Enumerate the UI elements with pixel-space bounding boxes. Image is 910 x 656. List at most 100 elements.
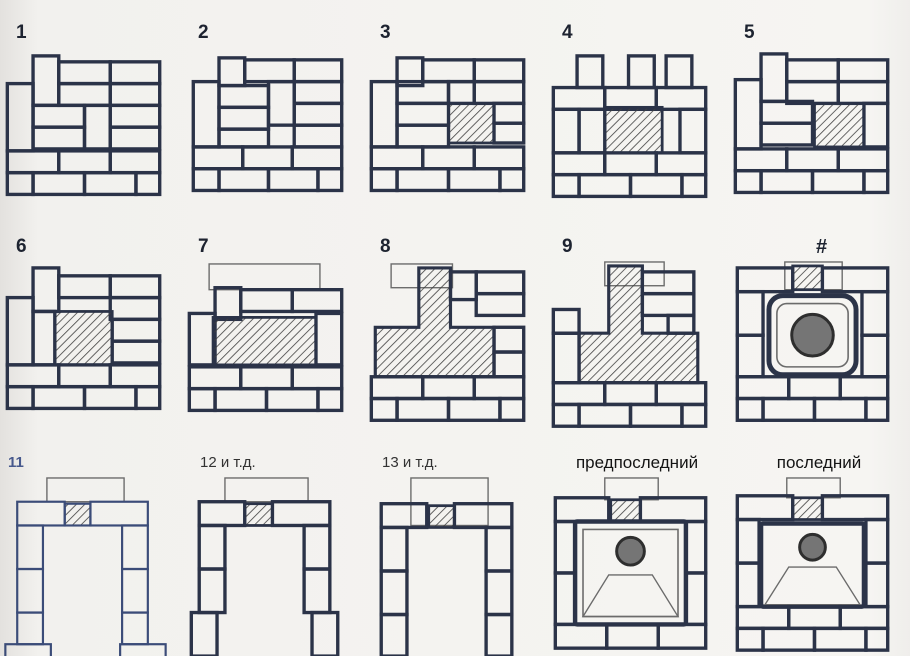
brick: [108, 149, 162, 175]
brick: [498, 396, 526, 422]
diagram-label: 2: [198, 22, 209, 43]
brick: [628, 402, 684, 428]
brick: [31, 54, 61, 108]
brick: [31, 103, 87, 129]
brick: [761, 626, 817, 652]
brick: [551, 151, 607, 177]
brick: [684, 571, 708, 627]
brick: [553, 571, 577, 627]
brick: [787, 375, 842, 401]
diagram-cell: последний: [728, 452, 910, 656]
brick: [264, 386, 320, 413]
brick: [654, 151, 708, 177]
diagram-cell: 1: [0, 22, 182, 236]
brick: [628, 172, 684, 199]
hatch-region: [427, 504, 456, 529]
brick: [369, 167, 399, 193]
diagram-label: 7: [198, 236, 209, 257]
diagram-cell: 4: [546, 22, 728, 236]
brick: [110, 317, 162, 343]
brick: [134, 384, 162, 411]
diagram-drawing: [5, 54, 162, 197]
brick: [656, 622, 708, 650]
brick: [421, 58, 476, 84]
brick: [603, 151, 658, 177]
diagram-label: 8: [380, 236, 391, 257]
brick: [121, 524, 149, 571]
brick: [57, 60, 112, 86]
brick: [5, 170, 35, 197]
diagram-label: 11: [8, 454, 24, 471]
diagram-drawing: [735, 261, 890, 422]
brick: [492, 101, 526, 125]
brick: [838, 375, 890, 401]
brick: [369, 396, 399, 422]
brick: [121, 611, 149, 646]
diagram-cell: 9: [546, 236, 728, 452]
brick: [575, 54, 605, 90]
brick: [492, 325, 526, 354]
brick: [735, 561, 761, 609]
brick: [474, 291, 526, 318]
brick: [812, 396, 868, 422]
brick: [684, 519, 708, 575]
brick: [735, 375, 791, 401]
brick: [108, 363, 162, 389]
brick: [492, 350, 526, 379]
brick: [735, 333, 765, 379]
brick: [5, 363, 61, 389]
brick: [395, 167, 451, 193]
brick: [121, 567, 149, 614]
diagram-label: 6: [16, 236, 27, 257]
brick: [292, 101, 344, 127]
thin-outline: [776, 302, 849, 368]
brick: [57, 274, 112, 300]
diagram-label: последний: [776, 453, 862, 472]
brick: [446, 396, 502, 422]
hatch-region: [577, 264, 700, 385]
hatch-region: [791, 496, 824, 521]
brick: [5, 384, 35, 411]
burner-circle: [790, 312, 835, 358]
brick: [761, 396, 817, 422]
burner-circle: [798, 532, 827, 562]
brick: [864, 517, 890, 565]
brick: [217, 167, 271, 193]
diagram-drawing: [189, 477, 340, 656]
diagram-drawing: [4, 477, 167, 656]
brick: [492, 121, 526, 145]
brick: [472, 145, 526, 171]
brick: [4, 643, 52, 656]
brick: [864, 396, 890, 422]
brick: [292, 58, 344, 84]
diagram-label: #: [816, 236, 828, 258]
brick: [785, 58, 840, 84]
diagram-drawing: [5, 266, 162, 411]
brick: [735, 626, 765, 652]
brick: [862, 101, 890, 149]
brick: [369, 375, 425, 401]
brick: [666, 313, 696, 335]
brick: [57, 81, 112, 108]
brick: [577, 107, 607, 155]
brick: [239, 365, 294, 391]
brick: [316, 386, 344, 413]
brick: [484, 525, 514, 573]
brick: [735, 604, 791, 631]
diagram-cell: 6: [0, 236, 182, 452]
brick: [379, 525, 409, 573]
brick: [733, 147, 789, 173]
brick: [197, 500, 247, 528]
brick: [551, 107, 581, 155]
brick: [680, 402, 708, 428]
brick: [266, 167, 320, 193]
brick: [119, 643, 167, 656]
diagram-label: 12 и т.д.: [200, 454, 256, 471]
brick: [16, 500, 66, 527]
diagram-label: 13 и т.д.: [382, 454, 438, 471]
brick: [472, 58, 526, 84]
brick: [838, 604, 890, 631]
diagram-label: 9: [562, 236, 573, 257]
